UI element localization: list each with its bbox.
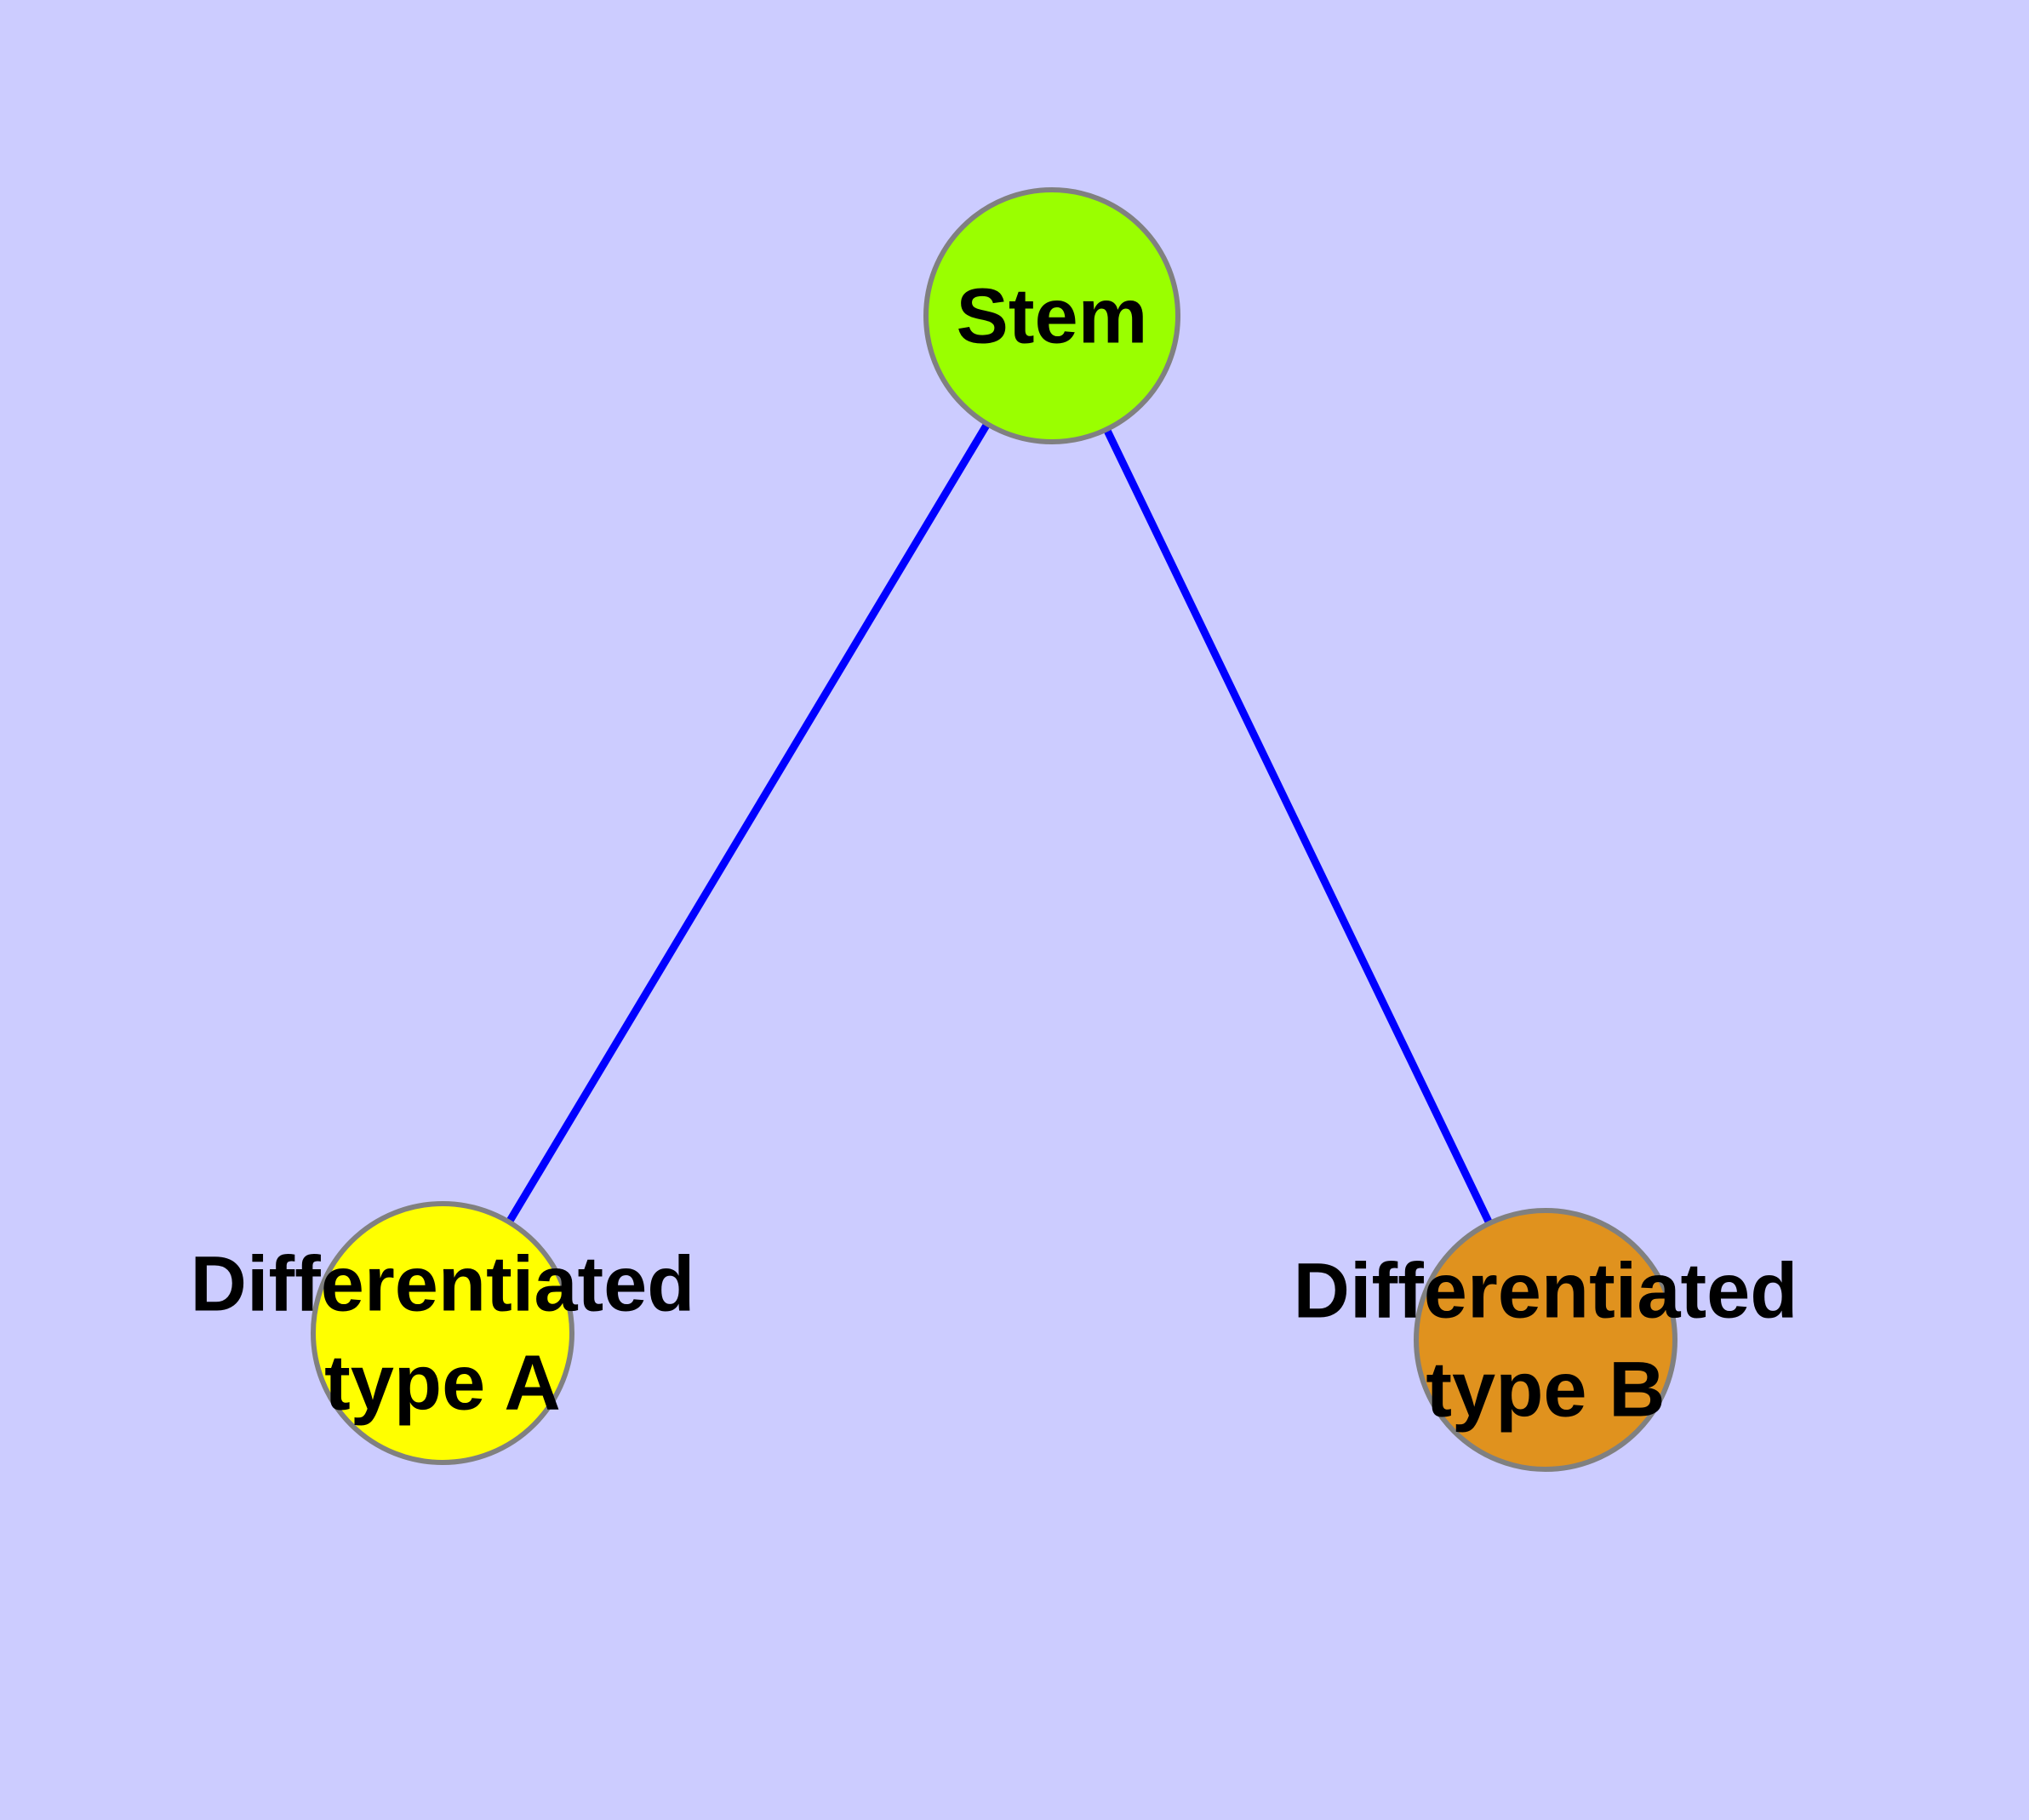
node-differentiated-a-circle[interactable]: [311, 1201, 574, 1465]
node-stem[interactable]: Stem: [923, 187, 1180, 444]
edge-stem-to-differentiated-a[interactable]: [501, 410, 997, 1231]
node-differentiated-b-label-line-1: Differentiated: [1294, 1247, 1798, 1334]
nodes-layer: Stem Differentiated type A Differentiate…: [191, 187, 1798, 1472]
edges-layer: [501, 410, 1497, 1233]
node-differentiated-a[interactable]: Differentiated type A: [191, 1201, 695, 1465]
node-differentiated-a-label-line-2: type A: [324, 1339, 561, 1426]
node-differentiated-b-circle[interactable]: [1414, 1208, 1677, 1472]
node-stem-label-line-1: Stem: [957, 272, 1148, 359]
edge-stem-to-differentiated-b[interactable]: [1097, 416, 1497, 1233]
node-differentiated-b-label-line-2: type B: [1426, 1346, 1665, 1433]
node-differentiated-a-label-line-1: Differentiated: [191, 1240, 695, 1327]
node-differentiated-b[interactable]: Differentiated type B: [1294, 1208, 1798, 1472]
node-stem-circle[interactable]: [923, 187, 1180, 444]
